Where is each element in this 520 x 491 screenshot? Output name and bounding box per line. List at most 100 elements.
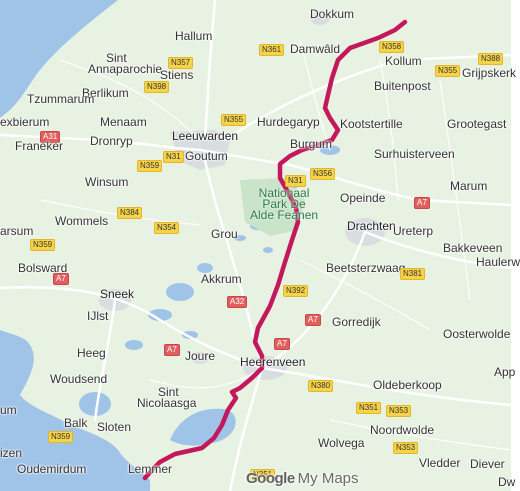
label-marum: Marum — [450, 179, 488, 193]
label-hallum: Hallum — [175, 29, 213, 43]
road-shield-a7-south: A7 — [274, 338, 290, 350]
label-nicolaasga: Nicolaasga — [137, 396, 197, 410]
road-shield-n355-west: N355 — [221, 114, 247, 126]
label-gorredijk: Gorredijk — [332, 315, 381, 329]
road-shield-a7-mid: A7 — [305, 314, 321, 326]
label-heerenveen: Heerenveen — [240, 355, 306, 369]
label-grou: Grou — [211, 227, 238, 241]
road-shield-n359-south: N359 — [48, 431, 74, 443]
label-heeg: Heeg — [77, 346, 106, 360]
label-annaparochie: Annaparochie — [88, 62, 163, 76]
minor-roads — [39, 39, 512, 451]
label-oldeberkoop: Oldeberkoop — [373, 378, 442, 392]
label-um: um — [0, 403, 17, 417]
label-tzummarum: Tzummarum — [27, 92, 95, 106]
label-oudemirdum: Oudemirdum — [17, 462, 87, 476]
label-drachten: Drachten — [347, 219, 396, 233]
label-joure: Joure — [185, 349, 216, 363]
label-winsum: Winsum — [85, 175, 129, 189]
label-opeinde: Opeinde — [340, 191, 386, 205]
road-shield-n359-west: N359 — [30, 239, 56, 251]
label-ureterp: Ureterp — [393, 224, 434, 238]
label-woudsend: Woudsend — [50, 372, 108, 386]
road-shield-n398: N398 — [144, 81, 170, 93]
label-franeker: Franeker — [15, 139, 64, 153]
label-sneek: Sneek — [100, 287, 135, 301]
label-oosterwolde: Oosterwolde — [443, 327, 511, 341]
label-leeuwarden: Leeuwarden — [172, 129, 239, 143]
road-shield-n354: N354 — [154, 222, 180, 234]
road-shield-a7-east: A7 — [414, 197, 430, 209]
label-balk: Balk — [64, 416, 88, 430]
label-noordwolde: Noordwolde — [370, 423, 435, 437]
label-diever: Diever — [470, 457, 505, 471]
road-shield-n351-bottom: N351 — [250, 469, 276, 481]
label-wolvega: Wolvega — [318, 436, 365, 450]
label-bakkeveen: Bakkeveen — [443, 241, 503, 255]
label-sint: Sint — [106, 51, 127, 65]
road-shield-n381: N381 — [400, 268, 426, 280]
google-wordmark: Google — [246, 470, 295, 487]
my-maps-wordmark: My Maps — [297, 470, 359, 487]
label-stiens: Stiens — [160, 68, 194, 82]
road-shield-n353-north: N353 — [386, 405, 412, 417]
park-name-line1: Nationaal — [258, 186, 310, 200]
label-menaam: Menaam — [100, 115, 147, 129]
label-sloten: Sloten — [97, 420, 132, 434]
label-harsum: arsum — [0, 224, 34, 238]
label-bolsward: Bolsward — [18, 261, 68, 275]
label-ijlst: IJlst — [87, 309, 109, 323]
label-beetsterzwaag: Beetsterzwaag — [326, 261, 406, 275]
label-grootegast: Grootegast — [447, 117, 507, 131]
road-shield-n380: N380 — [308, 380, 334, 392]
road-shield-n31-north: N31 — [163, 151, 184, 163]
road-shield-n359-north: N359 — [137, 160, 163, 172]
label-sint-2: Sint — [158, 385, 179, 399]
road-shield-a7-joure: A7 — [164, 344, 180, 356]
label-kollum: Kollum — [385, 54, 422, 68]
label-izen: izen — [0, 446, 23, 460]
label-vledder: Vledder — [419, 456, 461, 470]
wadden-sea — [0, 0, 118, 118]
road-shield-n392: N392 — [283, 285, 309, 297]
road-shield-n384: N384 — [117, 207, 143, 219]
label-buitenpost: Buitenpost — [374, 79, 431, 93]
label-dokkum: Dokkum — [310, 7, 355, 21]
label-park: Nationaal Park De Alde Feanen — [250, 186, 319, 222]
label-sexbierum: exbierum — [0, 115, 50, 129]
label-dronryp: Dronryp — [90, 134, 133, 148]
road-shield-a7-west: A7 — [53, 273, 69, 285]
ijsselmeer — [0, 330, 150, 491]
road-shield-a32: A32 — [227, 296, 248, 308]
label-berlikum: Berlikum — [82, 86, 129, 100]
label-dw: Dw — [498, 475, 516, 489]
road-shield-n31-south: N31 — [285, 175, 306, 187]
road-shield-n358: N358 — [379, 41, 405, 53]
park-name-line2: Park De — [262, 197, 306, 211]
label-surhuisterveen: Surhuisterveen — [374, 147, 455, 161]
road-shield-n355-east: N355 — [435, 65, 461, 77]
road-shield-n357: N357 — [168, 57, 194, 69]
label-kootstertille: Kootstertille — [340, 117, 403, 131]
road-shield-n351: N351 — [356, 402, 382, 414]
route-line — [142, 19, 408, 481]
label-burgum: Burgum — [290, 137, 333, 151]
label-haulerw: Haulerw — [476, 255, 520, 269]
label-akkrum: Akkrum — [201, 272, 242, 286]
label-app: App — [494, 365, 516, 379]
road-shield-n361: N361 — [259, 44, 285, 56]
label-grijpskerk: Grijpskerk — [462, 66, 517, 80]
park-name-line3: Alde Feanen — [250, 208, 319, 222]
road-shield-n356: N356 — [310, 168, 336, 180]
road-shield-a31: A31 — [40, 131, 61, 143]
road-shield-n388: N388 — [478, 53, 504, 65]
label-hurdegaryp: Hurdegaryp — [257, 115, 320, 129]
label-goutum: Goutum — [185, 149, 228, 163]
road-shield-n353-south: N353 — [393, 442, 419, 454]
label-wommels: Wommels — [55, 214, 109, 228]
label-lemmer: Lemmer — [128, 462, 173, 476]
